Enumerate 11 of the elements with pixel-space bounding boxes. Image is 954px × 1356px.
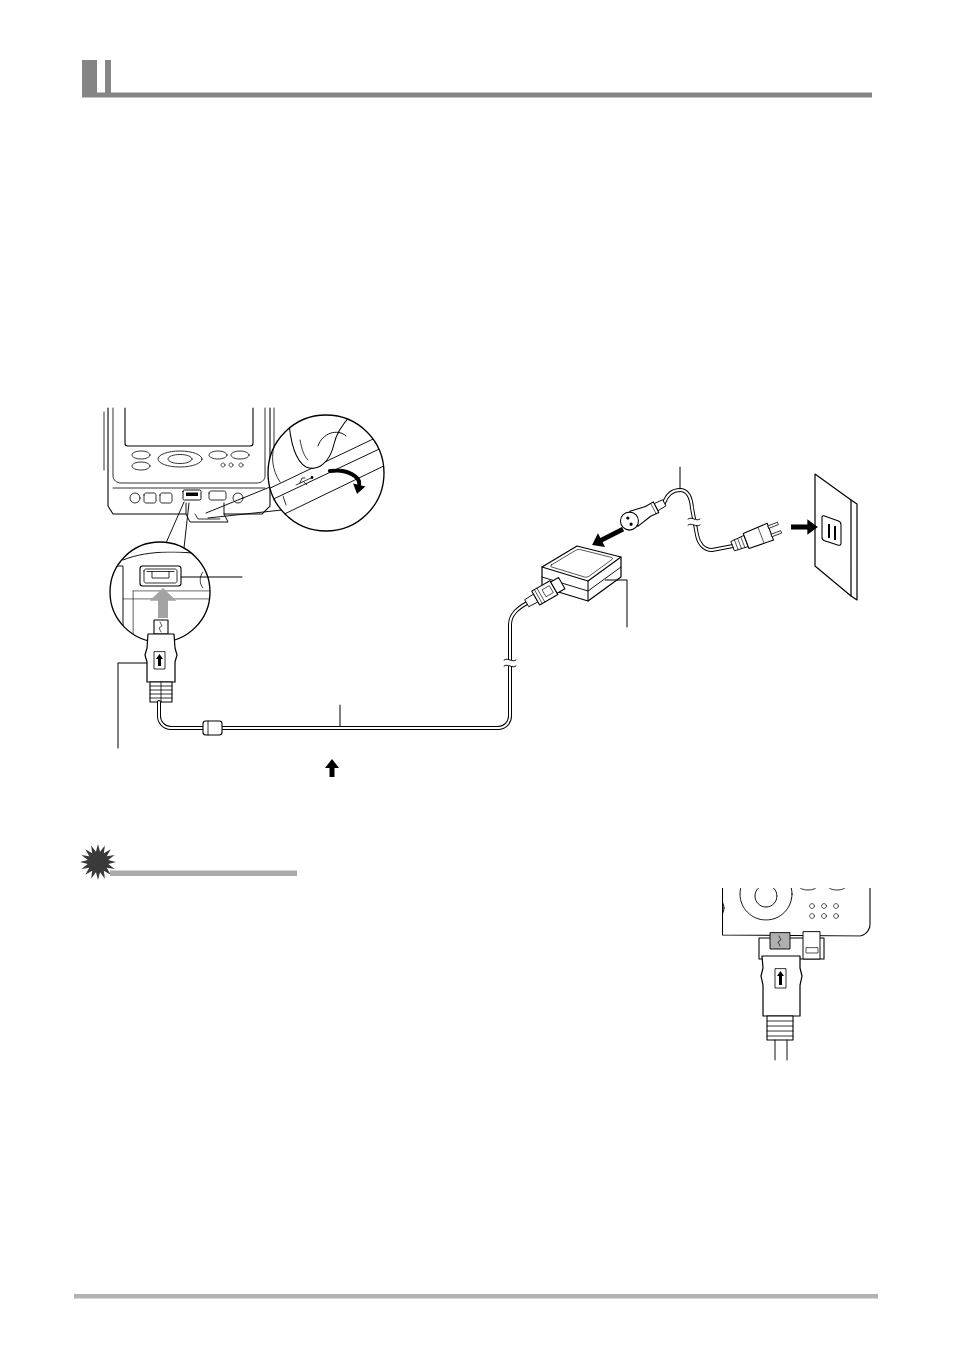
usb-port <box>139 565 182 587</box>
arrow <box>592 526 625 547</box>
power-cord <box>619 488 782 552</box>
leader-line <box>604 579 628 628</box>
usb-plug <box>144 619 178 703</box>
leader-line <box>117 662 148 749</box>
cable <box>157 601 529 736</box>
wall-outlet <box>814 473 858 601</box>
leader-line <box>339 704 341 727</box>
leader-line <box>679 466 681 490</box>
leader-line <box>180 576 243 578</box>
